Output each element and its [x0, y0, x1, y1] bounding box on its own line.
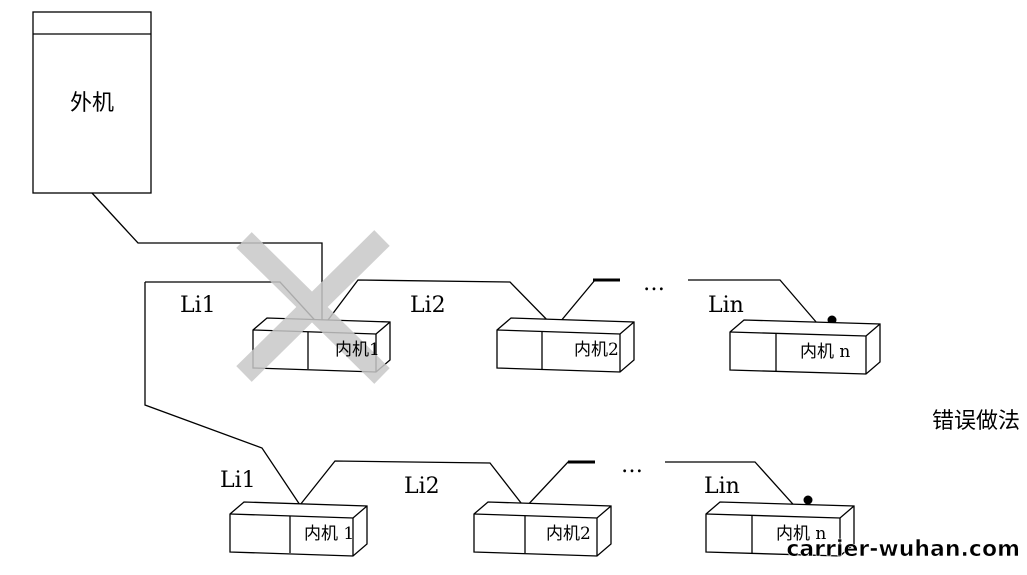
- vertical-trunk: [144, 282, 301, 506]
- bottom-unit-label-2: 内机2: [546, 524, 591, 544]
- top-unit-label-n: 内机 n: [800, 342, 850, 362]
- top-label-li1: Li1: [180, 293, 216, 318]
- bottom-label-li2: Li2: [404, 474, 440, 499]
- bottom-branch-end: [665, 461, 801, 513]
- top-indoor-unit-2: [496, 317, 635, 373]
- top-indoor-unit-n: [729, 319, 881, 375]
- top-label-li2: Li2: [410, 293, 446, 318]
- bottom-indoor-unit-n: [705, 501, 855, 557]
- bottom-unit-label-1: 内机 1: [304, 524, 354, 544]
- top-label-lin: Lin: [708, 293, 744, 318]
- bottom-ellipsis: …: [621, 453, 643, 478]
- bottom-label-lin: Lin: [704, 474, 740, 499]
- bottom-branch-line: [299, 460, 595, 510]
- bottom-indoor-unit-2: [473, 501, 612, 557]
- top-branch-end: [688, 279, 824, 331]
- bottom-label-li1: Li1: [220, 468, 256, 493]
- wrong-practice-label: 错误做法: [932, 409, 1020, 434]
- top-ellipsis: …: [643, 271, 665, 296]
- wrong-cross-mark: [236, 230, 390, 384]
- outdoor-unit: 外机: [32, 11, 152, 194]
- bottom-end-cap: [803, 495, 813, 505]
- watermark: carrier-wuhan.com: [786, 537, 1020, 562]
- top-unit-label-1: 内机1: [335, 340, 380, 360]
- bottom-unit-label-n: 内机 n: [776, 524, 826, 544]
- top-unit-label-2: 内机2: [574, 340, 619, 360]
- bottom-indoor-unit-1: [229, 501, 368, 557]
- outdoor-unit-label: 外机: [70, 91, 114, 116]
